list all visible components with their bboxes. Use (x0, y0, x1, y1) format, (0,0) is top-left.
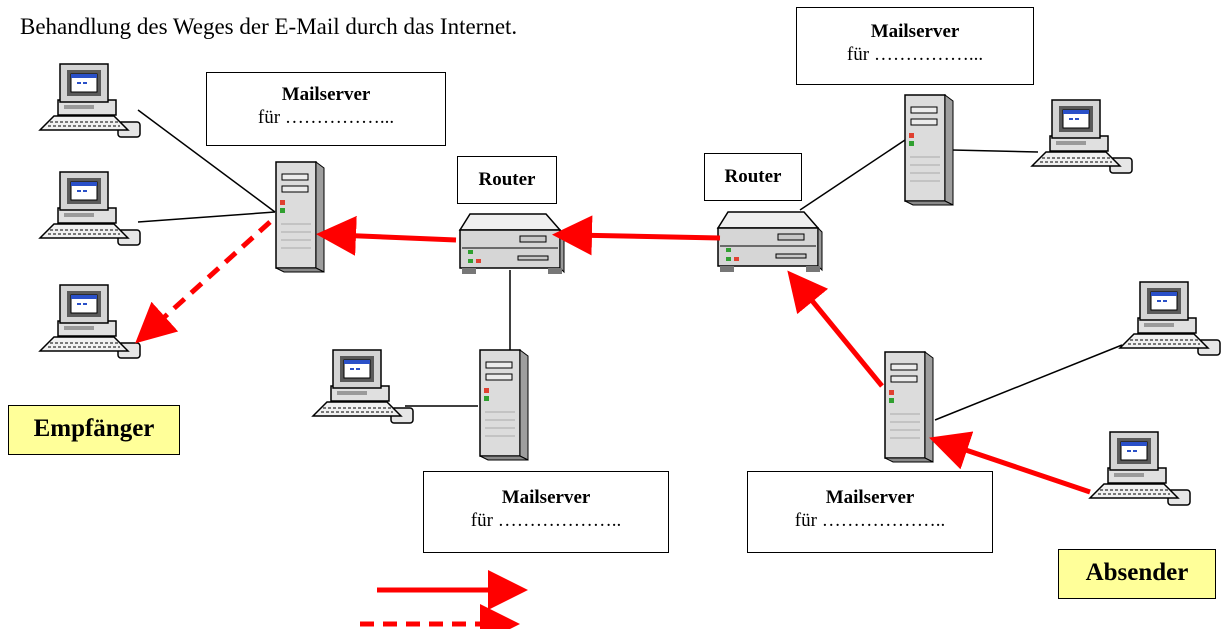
sender-label: Absender (1058, 549, 1216, 599)
mailserver-subtext: für ……………... (846, 44, 984, 65)
page-title: Behandlung des Weges der E-Mail durch da… (20, 14, 518, 39)
desktop-computer-icon (39, 171, 141, 246)
mailserver-heading: Mailserver (825, 487, 915, 508)
mailserver-subtext: für ……………….. (470, 510, 622, 531)
router-icon (459, 213, 565, 275)
desktop-computer-icon (1031, 99, 1133, 174)
mailserver-heading: Mailserver (501, 487, 591, 508)
mail-flow-arrows (135, 215, 1091, 629)
mailserver-label-box: Mailserver für ……………... (206, 72, 446, 146)
mailserver-label-box: Mailserver für ……………... (796, 7, 1034, 85)
mailserver-subtext: für ……………….. (794, 510, 946, 531)
recipient-label: Empfänger (8, 405, 180, 455)
router-label-box: Router (704, 153, 802, 201)
mailserver-heading: Mailserver (281, 84, 371, 105)
router-label-box: Router (457, 156, 557, 204)
tower-server-icon (904, 94, 954, 206)
network-connections (137, 109, 1123, 421)
tower-server-icon (275, 161, 325, 273)
desktop-computer-icon (39, 63, 141, 138)
mailserver-label-box: Mailserver für ……………….. (747, 471, 993, 553)
tower-server-icon (479, 349, 529, 461)
tower-server-icon (884, 351, 934, 463)
desktop-computer-icon (1089, 431, 1191, 506)
mailserver-subtext: für ……………... (257, 107, 395, 128)
mailserver-label-box: Mailserver für ……………….. (423, 471, 669, 553)
desktop-computer-icon (1119, 281, 1221, 356)
desktop-computer-icon (312, 349, 414, 424)
router-icon (717, 211, 823, 273)
mailserver-heading: Mailserver (870, 21, 960, 42)
desktop-computer-icon (39, 284, 141, 359)
